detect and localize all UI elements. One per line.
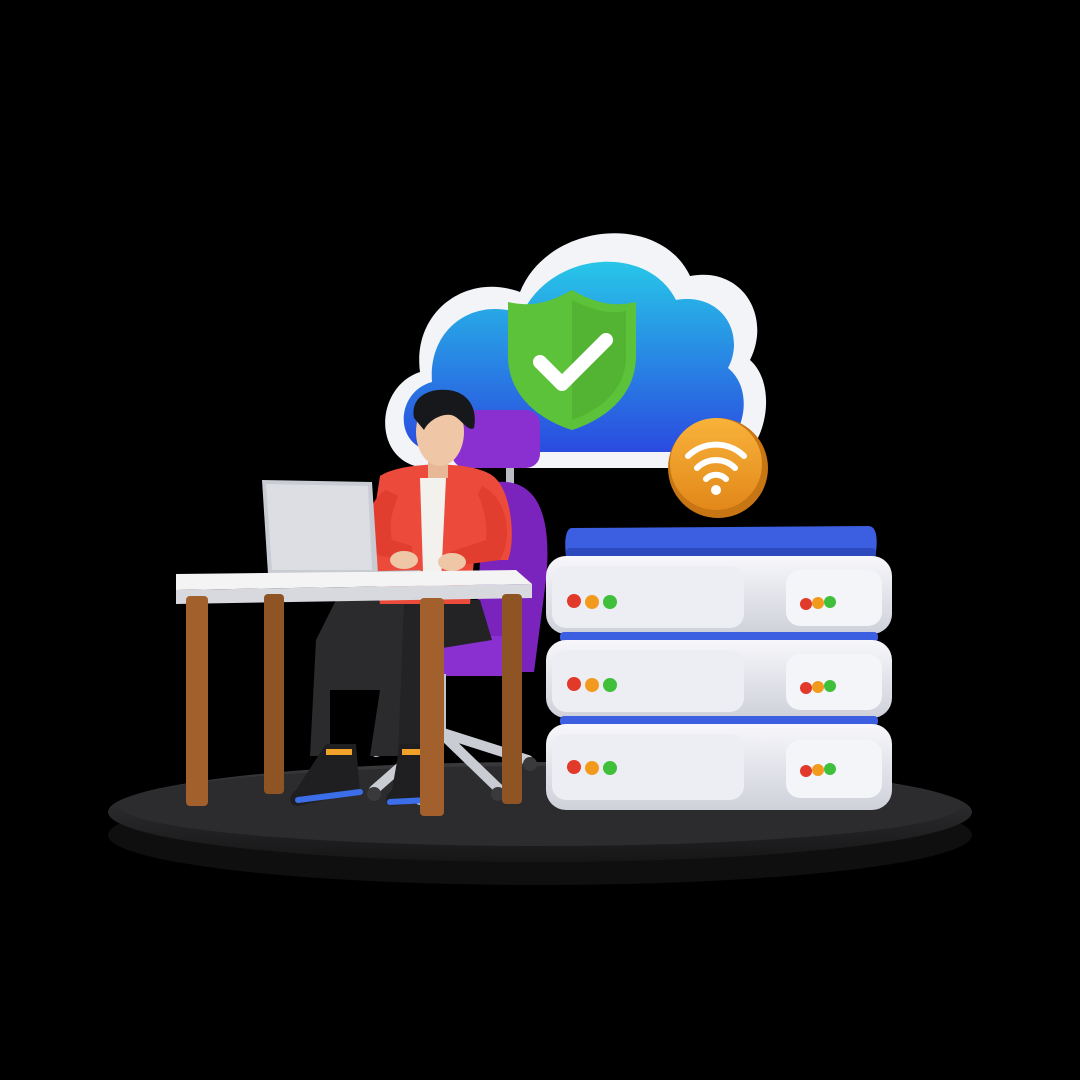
status-led xyxy=(800,765,812,777)
status-led xyxy=(585,761,599,775)
status-led xyxy=(800,598,812,610)
server-unit xyxy=(546,640,892,718)
status-led xyxy=(567,594,581,608)
status-led xyxy=(585,678,599,692)
status-led xyxy=(567,677,581,691)
status-led xyxy=(824,763,836,775)
left-shoe xyxy=(290,744,360,806)
status-led xyxy=(824,680,836,692)
desk xyxy=(176,570,532,816)
status-led xyxy=(585,595,599,609)
status-led xyxy=(812,681,824,693)
status-led xyxy=(603,678,617,692)
status-led xyxy=(603,595,617,609)
status-led xyxy=(800,682,812,694)
right-shoe xyxy=(386,744,428,806)
status-led xyxy=(812,597,824,609)
server-unit xyxy=(546,724,892,810)
status-led xyxy=(567,760,581,774)
wifi-badge-icon xyxy=(668,418,768,518)
checkmark-icon xyxy=(533,333,613,391)
status-led xyxy=(603,761,617,775)
person xyxy=(290,389,512,806)
server-unit xyxy=(546,556,892,634)
status-led xyxy=(824,596,836,608)
status-led xyxy=(812,764,824,776)
security-shield-icon xyxy=(508,290,636,430)
server-stack xyxy=(546,526,892,810)
